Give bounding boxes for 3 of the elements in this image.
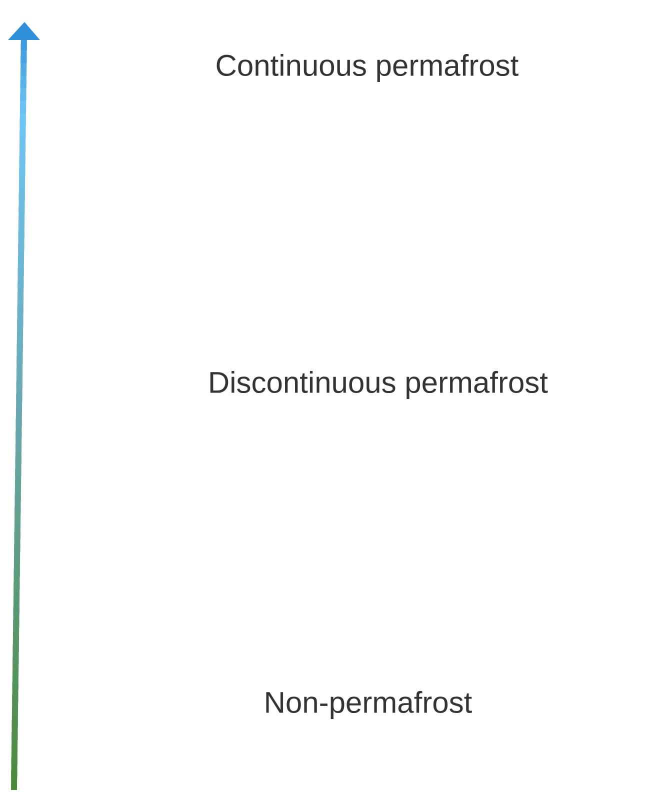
zone-label: Continuous permafrost [216,54,518,82]
zone-label: Discontinuous permafrost [210,371,548,399]
zone-label: Non-permafrost [266,691,472,719]
